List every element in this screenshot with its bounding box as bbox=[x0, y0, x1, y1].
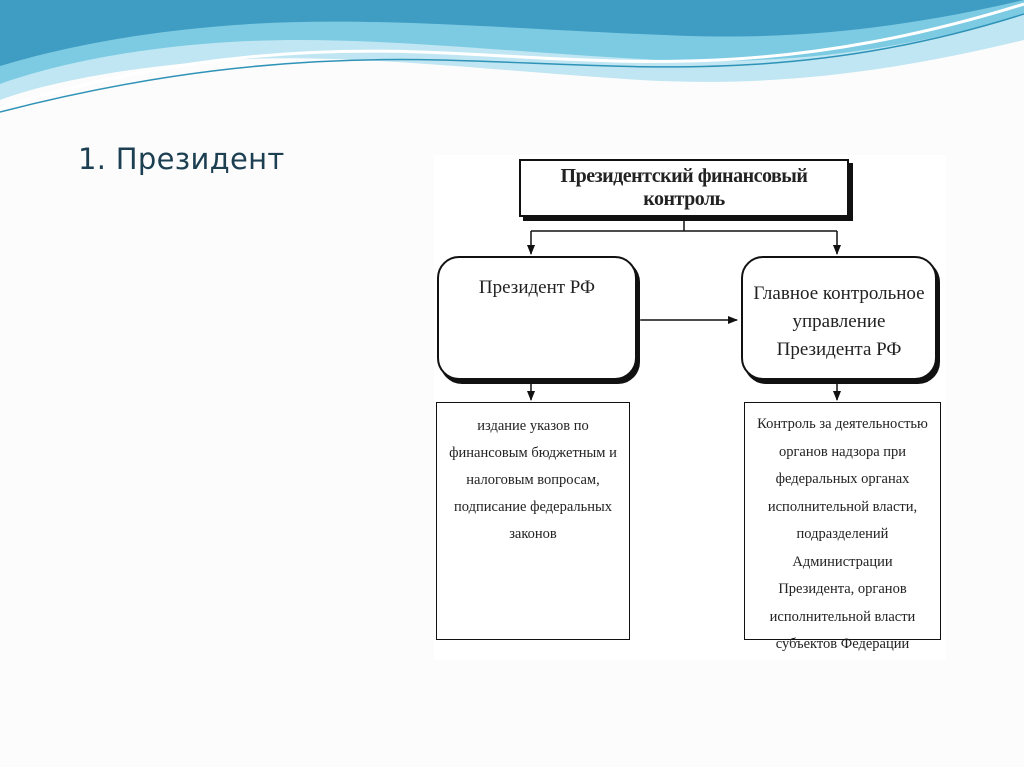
control-department-functions-text: Контроль за деятельностью органов надзор… bbox=[757, 416, 928, 652]
president-box-label: Президент РФ bbox=[478, 277, 596, 298]
wave-line-teal bbox=[0, 13, 1024, 113]
header-box-label: Президентский финансовый контроль bbox=[560, 165, 808, 210]
wave-band-dark bbox=[0, 0, 1024, 66]
org-diagram: Президентский финансовый контроль Презид… bbox=[434, 155, 946, 660]
control-department-label: Главное контрольное управление Президент… bbox=[753, 283, 925, 360]
control-department-box: Главное контрольное управление Президент… bbox=[741, 256, 937, 380]
diagram-connectors bbox=[527, 221, 841, 401]
control-department-functions-box: Контроль за деятельностью органов надзор… bbox=[744, 402, 941, 652]
wave-line-white bbox=[0, 2, 1024, 110]
president-functions-text: издание указов по финансовым бюджетным и… bbox=[449, 418, 617, 542]
president-functions-box: издание указов по финансовым бюджетным и… bbox=[436, 402, 630, 640]
president-box: Президент РФ bbox=[437, 256, 637, 380]
header-box: Президентский финансовый контроль bbox=[519, 159, 849, 217]
header-wave-decoration bbox=[0, 0, 1024, 113]
slide-title: 1. Президент bbox=[78, 142, 285, 176]
